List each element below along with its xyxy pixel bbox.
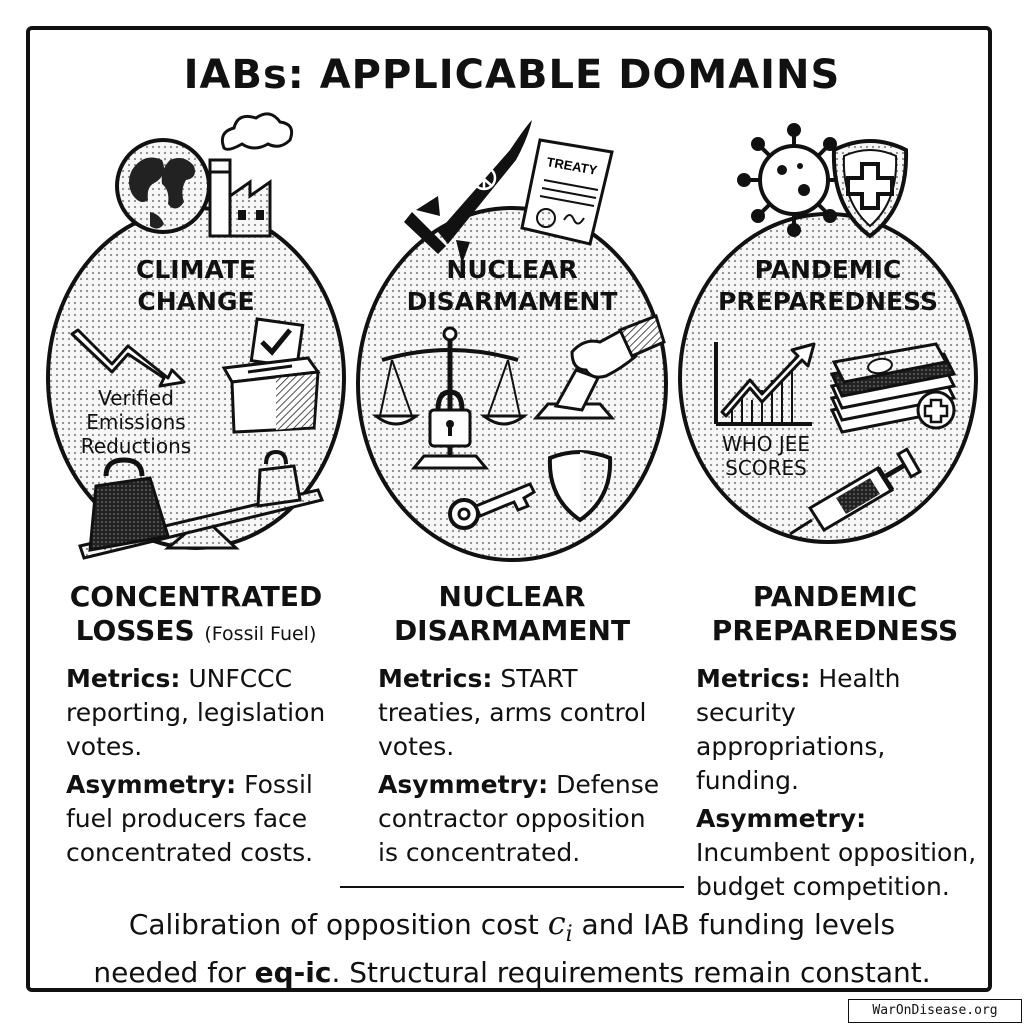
verified-emissions-note: Verified Emissions Reductions — [68, 386, 204, 458]
page-title: IABs: APPLICABLE DOMAINS — [183, 52, 841, 98]
money-stack-icon — [829, 342, 957, 434]
who-note-line2: SCORES — [725, 456, 807, 480]
climate-metrics: Metrics: UNFCCC reporting, legislation v… — [66, 664, 326, 761]
globe-icon — [115, 138, 211, 234]
who-jee-scores-note: WHO JEE SCORES — [706, 432, 826, 480]
down-trend-arrow-icon — [70, 328, 186, 388]
climate-heading: CONCENTRATED LOSSES (Fossil Fuel) — [50, 580, 342, 651]
rising-chart-icon — [714, 342, 816, 426]
pandemic-heading: PANDEMIC PREPAREDNESS — [700, 580, 970, 648]
climate-heading-sub: (Fossil Fuel) — [204, 623, 317, 645]
nuclear-details: Metrics: START treaties, arms control vo… — [378, 662, 668, 874]
climate-details: Metrics: UNFCCC reporting, legislation v… — [66, 662, 340, 874]
heavy-weight-icon — [88, 457, 170, 552]
note-line1: Verified — [98, 386, 174, 410]
pandemic-heading-line2: PREPAREDNESS — [711, 614, 959, 647]
pandemic-oval-title-line2: PREPAREDNESS — [718, 287, 938, 316]
key-icon — [448, 482, 536, 530]
nuclear-heading-line2: DISARMAMENT — [393, 614, 631, 647]
nuclear-asymmetry: Asymmetry: Defense contractor opposition… — [378, 770, 660, 867]
left-pan — [371, 359, 421, 426]
factory-icon — [208, 112, 294, 238]
nuclear-oval-title: NUCLEAR DISARMAMENT — [392, 254, 632, 318]
health-shield-icon — [831, 139, 909, 239]
pandemic-oval-title: PANDEMIC PREPAREDNESS — [708, 254, 948, 318]
divider-line — [340, 886, 684, 888]
climate-oval-title-line2: CHANGE — [137, 287, 255, 316]
opposition-cost-symbol: c — [547, 904, 566, 942]
nuclear-oval-title-line1: NUCLEAR — [446, 255, 578, 284]
scales-of-justice-icon — [371, 326, 529, 470]
pandemic-oval-title-line1: PANDEMIC — [754, 255, 902, 284]
missile-icon — [404, 120, 532, 264]
virus-icon — [737, 123, 851, 237]
nuclear-heading-line1: NUCLEAR — [438, 580, 586, 613]
pandemic-details: Metrics: Health security appropriations,… — [696, 662, 984, 908]
right-pan — [479, 359, 529, 426]
footer-note: Calibration of opposition cost ci and IA… — [40, 904, 984, 992]
climate-oval-title-line1: CLIMATE — [136, 255, 256, 284]
pandemic-metrics: Metrics: Health security appropriations,… — [696, 664, 901, 795]
nuclear-oval-title-line2: DISARMAMENT — [406, 287, 618, 316]
ballot-box-icon — [221, 317, 321, 434]
note-line2: Emissions — [86, 410, 186, 434]
light-weight-icon — [256, 449, 302, 508]
watermark-link[interactable]: WarOnDisease.org — [848, 999, 1022, 1023]
hand-voting-icon — [532, 314, 666, 420]
climate-heading-line1: CONCENTRATED — [69, 580, 323, 613]
footer-line1: Calibration of opposition cost ci and IA… — [128, 904, 896, 947]
shield-icon — [547, 450, 613, 523]
climate-asymmetry: Asymmetry: Fossil fuel producers face co… — [66, 770, 314, 867]
treaty-document-icon: TREATY — [520, 138, 614, 246]
syringe-icon — [789, 447, 922, 536]
padlock-icon — [428, 389, 472, 448]
climate-heading-line2: LOSSES — [75, 614, 195, 647]
pandemic-asymmetry: Asymmetry: Incumbent opposition, budget … — [696, 804, 977, 901]
note-line3: Reductions — [80, 434, 192, 458]
who-note-line1: WHO JEE — [721, 432, 811, 456]
pandemic-heading-line1: PANDEMIC — [752, 580, 918, 613]
footer-line2: needed for eq-ic. Structural requirement… — [93, 955, 931, 989]
climate-oval-title: CLIMATE CHANGE — [96, 254, 296, 318]
nuclear-metrics: Metrics: START treaties, arms control vo… — [378, 664, 647, 761]
nuclear-heading: NUCLEAR DISARMAMENT — [372, 580, 652, 648]
seesaw-icon — [78, 449, 325, 560]
